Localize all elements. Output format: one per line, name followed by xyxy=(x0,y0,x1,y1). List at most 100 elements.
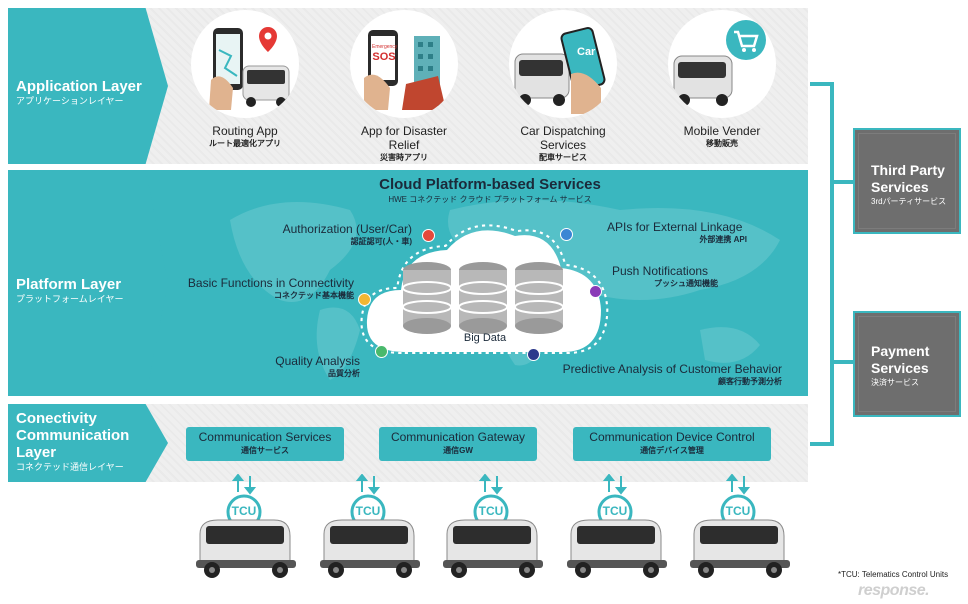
platform-layer-title: Platform Layer xyxy=(16,276,122,293)
application-layer-label: Application Layer アプリケーションレイヤー xyxy=(8,78,142,108)
tcu-vehicle-4: TCU xyxy=(557,473,677,584)
platform-layer-jp: プラットフォームレイヤー xyxy=(16,294,124,304)
watermark-logo: response. xyxy=(858,582,930,599)
feature-authorization-jp: 認証認可(人・車) xyxy=(350,237,412,246)
comm-gateway-en: Communication Gateway xyxy=(390,430,526,444)
wrench-icon xyxy=(358,293,371,306)
map-pin-icon xyxy=(209,26,290,110)
disaster-illustration: Emergency SOS xyxy=(350,10,458,118)
feature-apis-jp: 外部連携 API xyxy=(699,235,747,244)
application-layer-jp: アプリケーションレイヤー xyxy=(16,96,124,106)
tcu-vehicle-2: TCU xyxy=(310,473,430,584)
app-vender-jp: 移動販売 xyxy=(706,139,738,148)
feature-basic-functions: Basic Functions in Connectivity コネクテッド基本… xyxy=(170,276,354,301)
comm-services-en: Communication Services xyxy=(198,430,332,444)
tcu-label: TCU xyxy=(725,504,751,518)
sos-label: SOS xyxy=(372,51,396,63)
vehicle-icon xyxy=(567,473,667,578)
third-party-jp: 3rdパーティサービス xyxy=(871,197,947,206)
payment-jp: 決済サービス xyxy=(871,378,919,387)
magnifier-icon xyxy=(375,345,388,358)
platform-layer-tab xyxy=(8,170,168,396)
share-icon xyxy=(560,228,573,241)
feature-quality-jp: 品質分析 xyxy=(328,369,360,378)
cloud-diagram xyxy=(360,224,609,355)
feature-quality-analysis: Quality Analysis 品質分析 xyxy=(230,354,360,379)
tcu-label: TCU xyxy=(231,504,257,518)
platform-title: Cloud Platform-based Services xyxy=(379,176,601,193)
comm-device-control-box[interactable]: Communication Device Control 通信デバイス管理 xyxy=(573,427,771,461)
application-layer-tab xyxy=(8,8,168,164)
third-party-title-2: Services xyxy=(871,179,929,195)
app-dispatch-jp: 配車サービス xyxy=(539,153,587,162)
app-vender-title: Mobile Vender xyxy=(683,124,761,138)
connectivity-layer-jp: コネクテッド通信レイヤー xyxy=(16,462,124,472)
connectivity-layer-title-1: Conectivity xyxy=(16,410,97,427)
vehicle-icon xyxy=(320,473,420,578)
vender-illustration xyxy=(668,10,776,118)
car-app-label: Car xyxy=(577,46,596,58)
comm-device-jp: 通信デバイス管理 xyxy=(640,446,704,455)
shopping-cart-icon xyxy=(673,20,766,106)
feature-predictive-en: Predictive Analysis of Customer Behavior xyxy=(562,362,782,376)
app-routing-title: Routing App xyxy=(212,124,278,138)
routing-illustration xyxy=(191,10,299,118)
vehicle-icon xyxy=(443,473,543,578)
app-disaster-title: App for Disaster Relief xyxy=(360,124,448,152)
side-bracket xyxy=(810,82,854,446)
connectivity-layer-tab xyxy=(8,404,168,482)
app-routing-jp: ルート最適化アプリ xyxy=(209,139,281,148)
feature-push-en: Push Notifications xyxy=(612,264,709,278)
feature-predictive-jp: 顧客行動予測分析 xyxy=(718,377,782,386)
comm-services-box[interactable]: Communication Services 通信サービス xyxy=(186,427,344,461)
comm-gateway-box[interactable]: Communication Gateway 通信GW xyxy=(379,427,537,461)
platform-subtitle: HWE コネクテッド クラウド プラットフォーム サービス xyxy=(388,195,592,204)
platform-layer-label: Platform Layer プラットフォームレイヤー xyxy=(8,276,123,306)
bar-chart-icon xyxy=(527,348,540,361)
database-icon xyxy=(402,262,564,334)
feature-apis: APIs for External Linkage 外部連携 API xyxy=(607,220,757,245)
vehicle-icon xyxy=(196,473,296,578)
feature-authorization-en: Authorization (User/Car) xyxy=(282,222,412,236)
app-dispatch[interactable]: Car Car Dispatching Services 配車サービス xyxy=(503,10,623,163)
feature-push-jp: プッシュ通知機能 xyxy=(654,279,718,288)
feature-basic-en: Basic Functions in Connectivity xyxy=(187,276,354,290)
connectivity-layer-title-2: Communication xyxy=(16,427,130,444)
third-party-title-1: Third Party xyxy=(871,162,945,178)
payment-services-box[interactable]: Payment Services 決済サービス xyxy=(853,311,961,417)
connectivity-layer-label: Conectivity Communication Layer コネクテッド通信… xyxy=(8,410,129,474)
feature-push-notifications: Push Notifications プッシュ通知機能 xyxy=(612,264,722,289)
feature-apis-en: APIs for External Linkage xyxy=(607,220,743,234)
application-layer-title: Application Layer xyxy=(16,78,142,95)
feature-basic-jp: コネクテッド基本機能 xyxy=(274,291,354,300)
feature-quality-en: Quality Analysis xyxy=(275,354,360,368)
sos-icon xyxy=(364,30,446,110)
feature-predictive-analysis: Predictive Analysis of Customer Behavior… xyxy=(548,362,782,387)
bell-icon xyxy=(589,285,602,298)
feature-authorization: Authorization (User/Car) 認証認可(人・車) xyxy=(240,222,412,247)
payment-title-2: Services xyxy=(871,360,929,376)
third-party-services-box[interactable]: Third Party Services 3rdパーティサービス xyxy=(853,128,961,234)
tcu-label: TCU xyxy=(355,504,381,518)
app-disaster[interactable]: Emergency SOS App for Disaster Relief 災害… xyxy=(344,10,464,163)
tcu-label: TCU xyxy=(602,504,628,518)
tcu-vehicle-3: TCU xyxy=(433,473,553,584)
comm-gateway-jp: 通信GW xyxy=(443,446,473,455)
app-vender[interactable]: Mobile Vender 移動販売 xyxy=(662,10,782,149)
dispatch-illustration: Car xyxy=(509,10,617,118)
comm-device-en: Communication Device Control xyxy=(589,430,755,444)
check-icon xyxy=(422,229,435,242)
vehicle-icon xyxy=(690,473,790,578)
app-disaster-jp: 災害時アプリ xyxy=(380,153,428,162)
sos-small-label: Emergency xyxy=(372,44,398,50)
big-data-label: Big Data xyxy=(463,332,507,344)
tcu-vehicle-5: TCU xyxy=(680,473,800,584)
tcu-footnote: *TCU: Telematics Control Units xyxy=(838,570,949,579)
tcu-label: TCU xyxy=(478,504,504,518)
app-dispatch-title: Car Dispatching Services xyxy=(520,124,606,152)
tcu-vehicle-1: TCU xyxy=(186,473,306,584)
payment-title-1: Payment xyxy=(871,343,930,359)
app-routing[interactable]: Routing App ルート最適化アプリ xyxy=(185,10,305,149)
comm-services-jp: 通信サービス xyxy=(241,446,289,455)
car-app-icon xyxy=(514,27,606,114)
